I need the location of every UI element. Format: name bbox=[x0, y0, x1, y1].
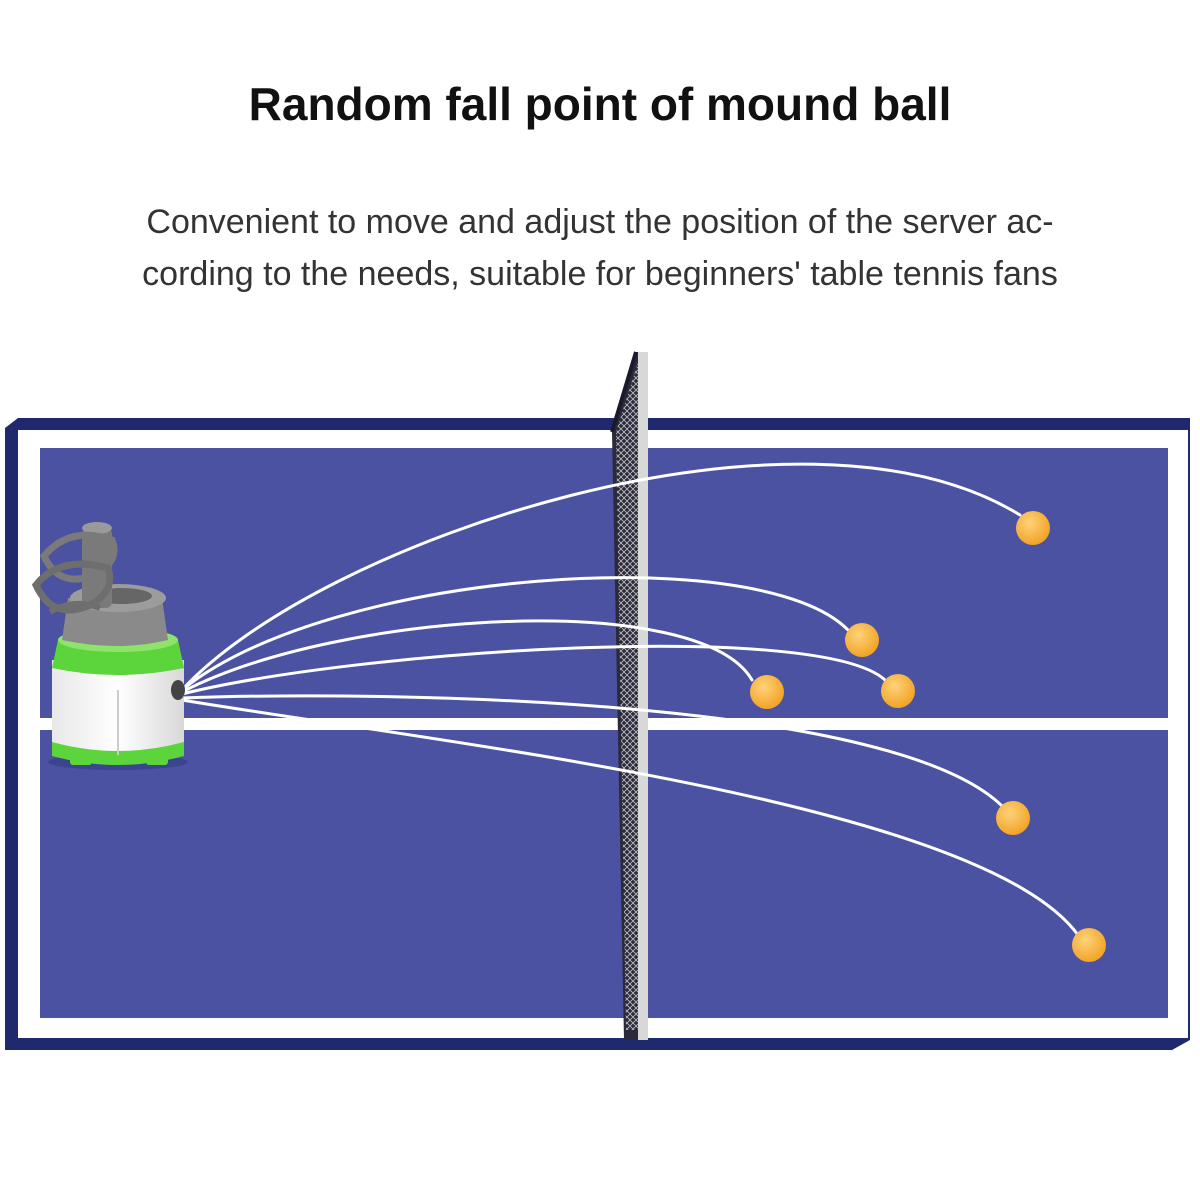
ball bbox=[1072, 928, 1106, 962]
table-tennis-illustration bbox=[5, 351, 1190, 1050]
page-subtitle: Convenient to move and adjust the positi… bbox=[0, 196, 1200, 300]
ball bbox=[750, 675, 784, 709]
ball bbox=[881, 674, 915, 708]
table-surface bbox=[40, 448, 1168, 1018]
ball-robot bbox=[31, 522, 188, 770]
ball bbox=[1016, 511, 1050, 545]
net bbox=[610, 351, 648, 1040]
ball bbox=[845, 623, 879, 657]
subtitle-line-1: Convenient to move and adjust the positi… bbox=[146, 203, 1054, 241]
table-center-line bbox=[40, 718, 1168, 730]
subtitle-line-2: cording to the needs, suitable for begin… bbox=[142, 255, 1058, 293]
ball bbox=[996, 801, 1030, 835]
page-title: Random fall point of mound ball bbox=[248, 78, 952, 130]
balls bbox=[750, 511, 1106, 962]
ball-trajectories bbox=[180, 462, 1080, 937]
